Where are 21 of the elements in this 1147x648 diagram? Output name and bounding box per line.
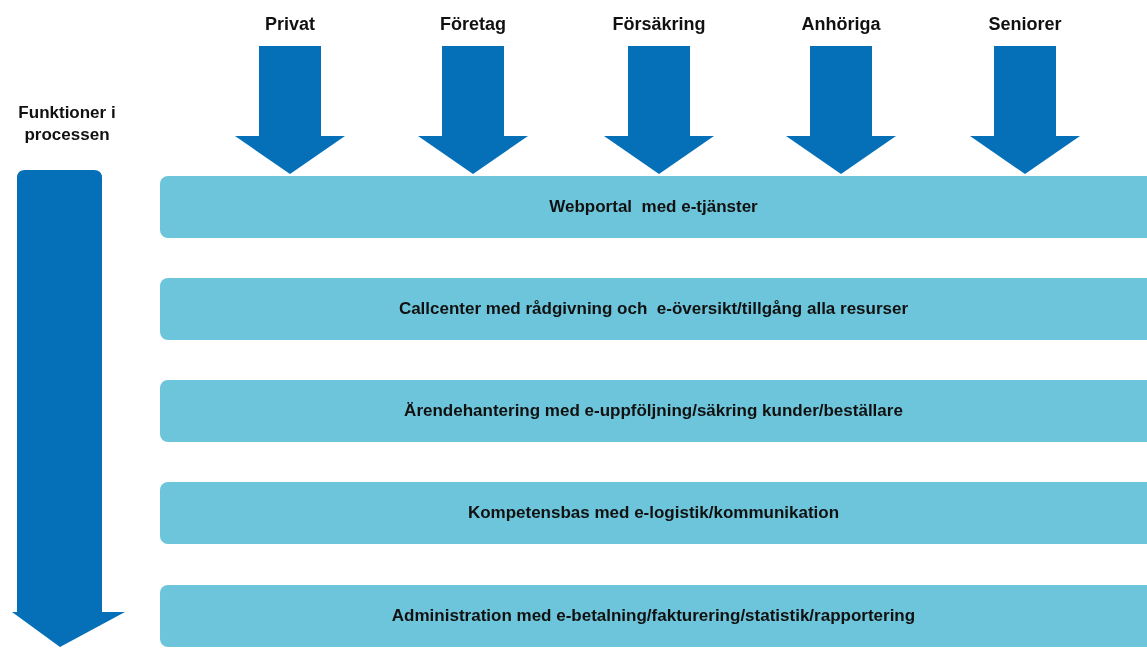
band-text: Callcenter med rådgivning och e-översikt/tillgång alla resurser — [398, 299, 909, 319]
audience-label: Försäkring — [589, 14, 729, 35]
block-arrow — [604, 46, 714, 174]
function-band — [160, 176, 1147, 238]
band-text: Webportal med e-tjänster — [549, 197, 758, 217]
function-band — [160, 585, 1147, 647]
block-arrow — [418, 46, 528, 174]
audience-label: Företag — [403, 14, 543, 35]
audience-label: Seniorer — [955, 14, 1095, 35]
function-band — [160, 482, 1147, 544]
audience-label: Privat — [220, 14, 360, 35]
audience-label: Anhöriga — [771, 14, 911, 35]
block-arrow — [786, 46, 896, 174]
band-text: Ärendehantering med e-uppföljning/säkring kunder/beställare — [404, 401, 903, 421]
band-text: Kompetensbas med e-logistik/kommunikation — [467, 503, 840, 523]
block-arrow — [235, 46, 345, 174]
band-text: Administration med e-betalning/fakturering/statistik/rapportering — [391, 606, 916, 626]
process-axis-label: Funktioner i processen — [17, 102, 117, 146]
block-arrow — [970, 46, 1080, 174]
function-band — [160, 380, 1147, 442]
function-band — [160, 278, 1147, 340]
